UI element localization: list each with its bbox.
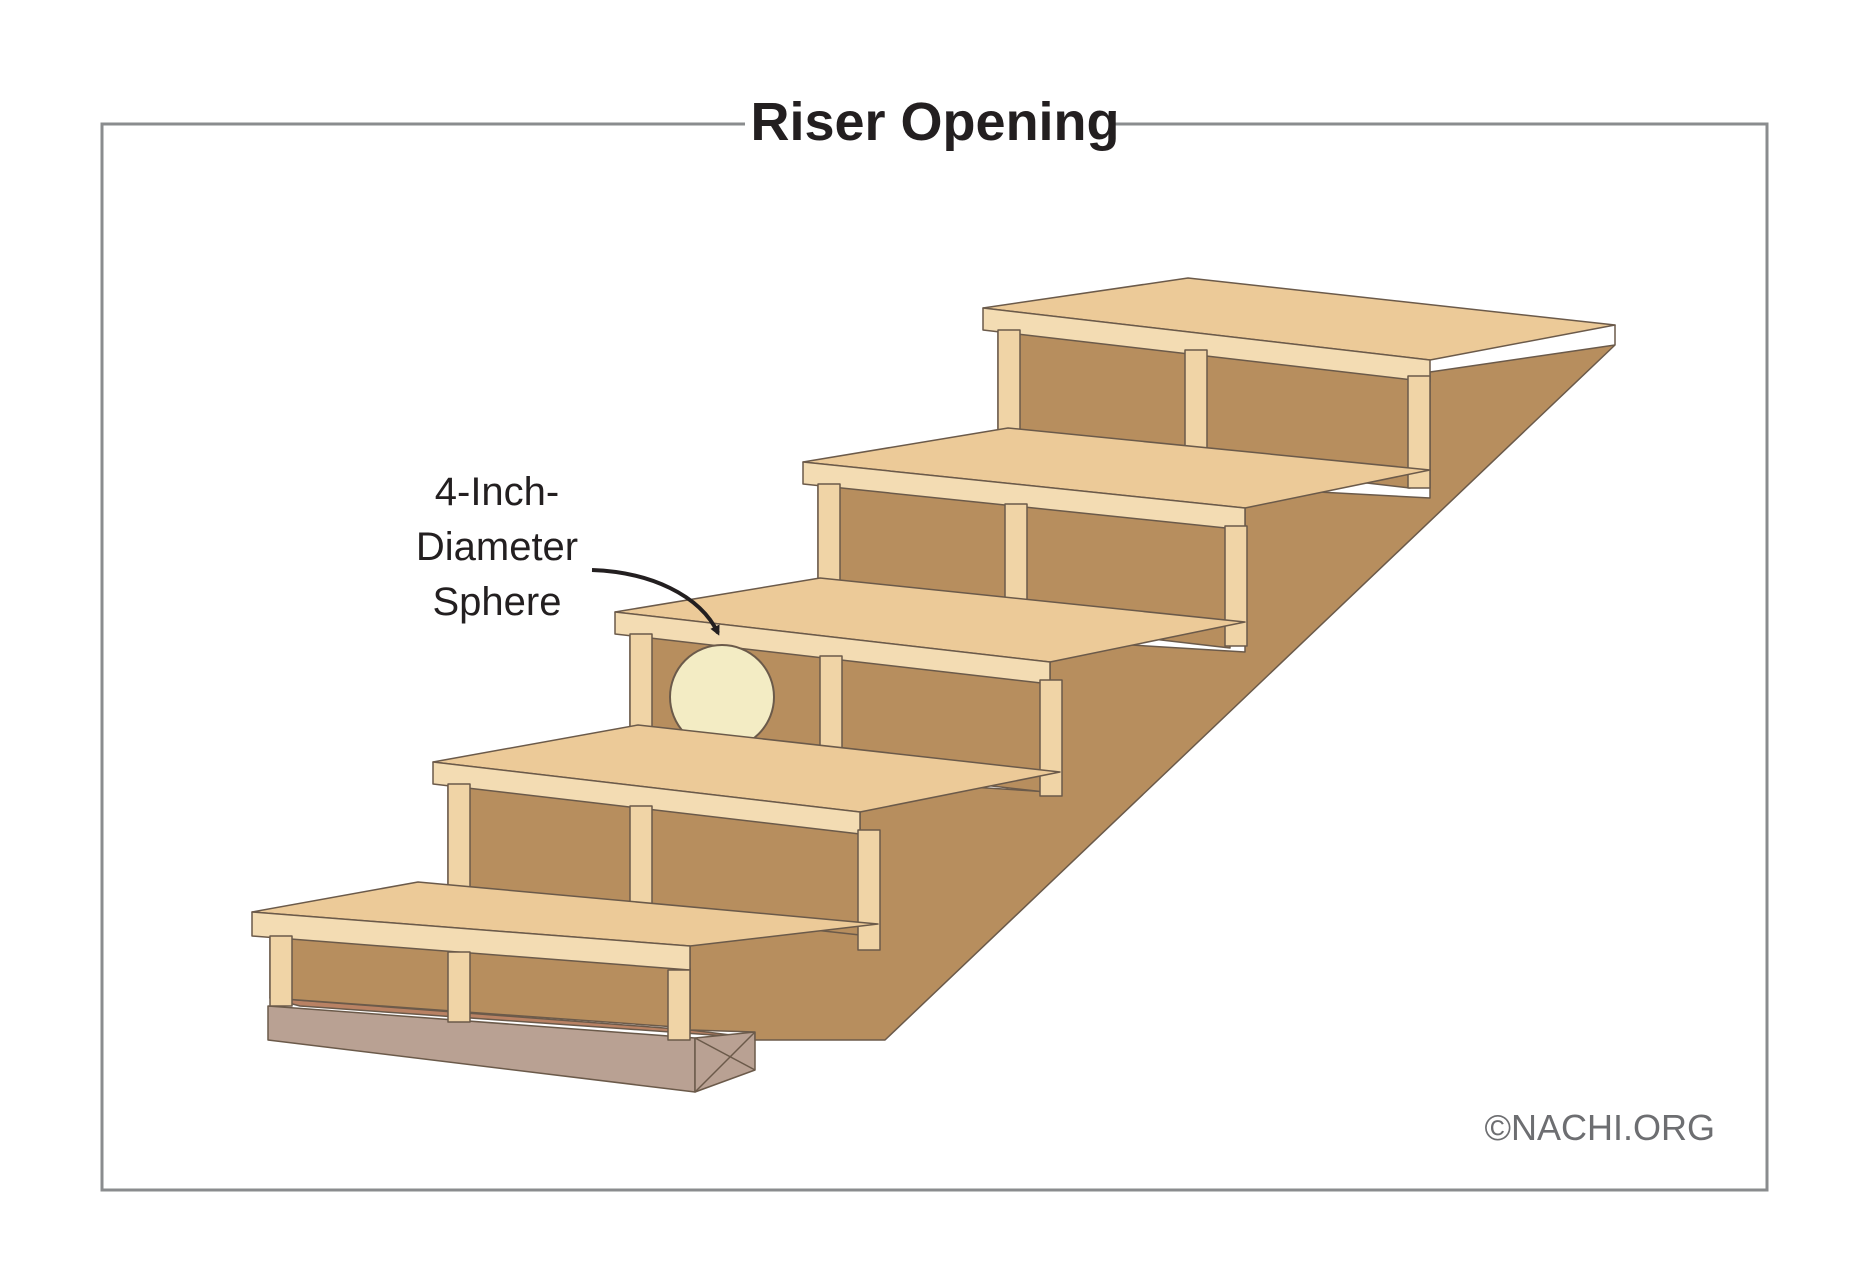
post-3c	[1039, 679, 1063, 797]
post-4c	[1224, 525, 1248, 647]
post-5a	[997, 329, 1021, 439]
frame-border	[100, 122, 1769, 1192]
callout-line-2: Diameter	[416, 525, 578, 569]
diagram-title: Riser Opening	[750, 92, 1119, 152]
post-5c	[1407, 375, 1431, 489]
callout-line-3: Sphere	[433, 580, 562, 624]
post-1c	[667, 969, 691, 1041]
sphere-callout: 4-Inch- Diameter Sphere	[416, 470, 578, 624]
post-2c	[857, 829, 881, 951]
copyright-credit: ©NACHI.ORG	[1484, 1107, 1715, 1148]
stair-illustration	[251, 277, 1616, 1093]
post-1a	[269, 935, 293, 1007]
callout-line-1: 4-Inch-	[435, 470, 560, 514]
callout-arrow	[591, 568, 720, 636]
post-1b	[447, 951, 471, 1023]
post-5b	[1184, 349, 1208, 461]
